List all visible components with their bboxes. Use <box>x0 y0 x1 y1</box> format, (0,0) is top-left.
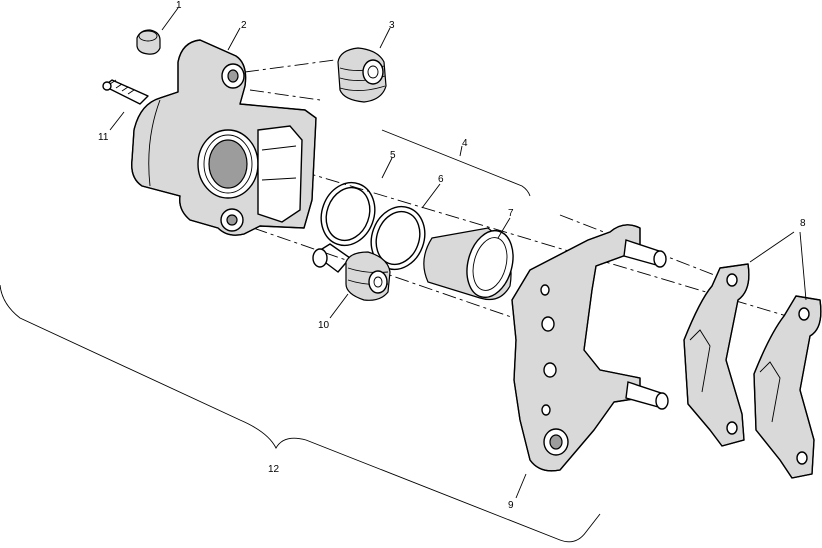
bleeder-screw <box>102 79 149 105</box>
callout-2: 2 <box>241 20 247 31</box>
callout-10: 10 <box>318 320 330 331</box>
brake-pads <box>683 263 822 479</box>
callout-6: 6 <box>438 174 444 185</box>
callout-labels: 1 2 3 4 5 6 7 8 9 10 11 12 <box>98 0 806 511</box>
callout-7: 7 <box>508 208 514 219</box>
callout-12: 12 <box>268 464 280 475</box>
bleeder-cap <box>136 29 161 55</box>
callout-11: 11 <box>98 132 109 143</box>
pin-boot-upper <box>337 47 387 103</box>
callout-5: 5 <box>390 150 396 161</box>
callout-4: 4 <box>462 138 468 149</box>
assembly-brace <box>0 284 601 543</box>
caliper-housing <box>131 39 317 236</box>
piston-seal-ring <box>320 181 376 247</box>
callout-leaders <box>109 7 807 499</box>
caliper-piston <box>423 227 514 301</box>
callout-1: 1 <box>176 0 182 11</box>
callout-8: 8 <box>800 218 806 229</box>
callout-3: 3 <box>389 20 395 31</box>
caliper-mounting-bracket <box>511 224 669 472</box>
callout-9: 9 <box>508 500 514 511</box>
guide-pin-with-boot <box>312 243 391 301</box>
